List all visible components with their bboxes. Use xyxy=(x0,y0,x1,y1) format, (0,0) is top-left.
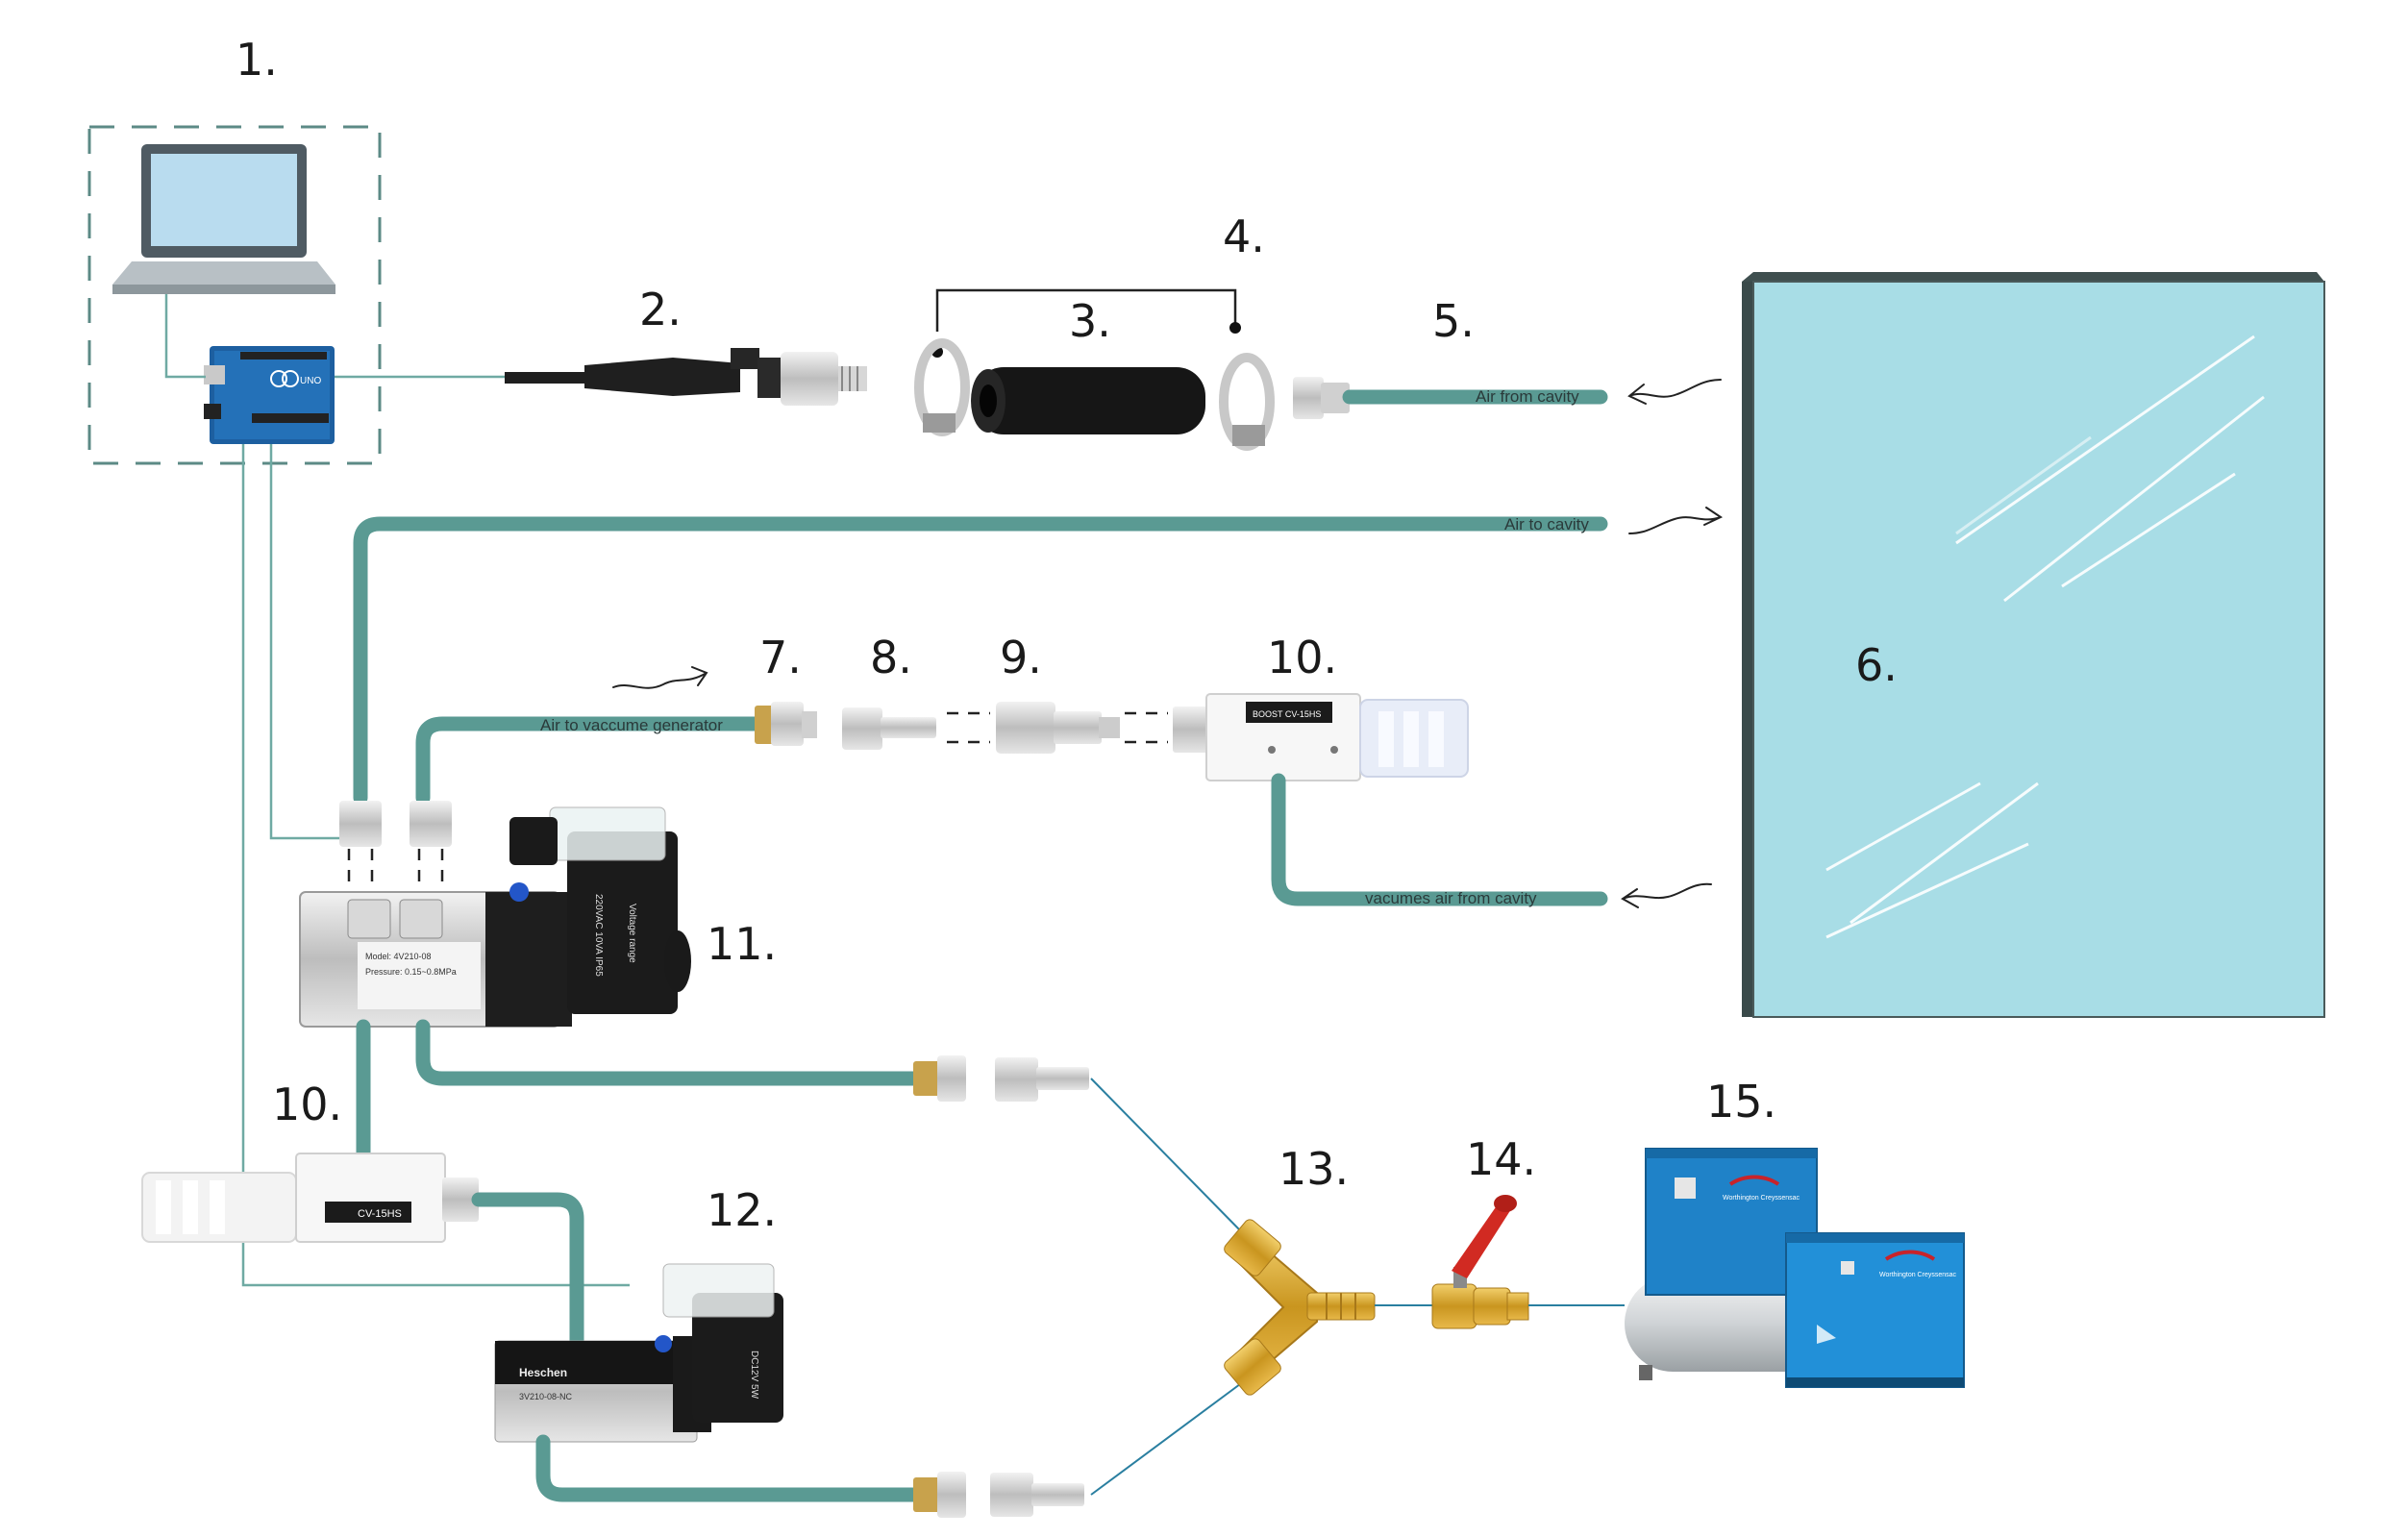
label-14: 14. xyxy=(1466,1133,1536,1185)
plug-connector-8-icon xyxy=(842,707,936,750)
solenoid-valve-11-icon: Model: 4V210-08 Pressure: 0.15~0.8MPa Vo… xyxy=(299,801,691,1028)
label-12: 12. xyxy=(707,1184,777,1236)
arrow-vacuum-from-cavity xyxy=(1621,882,1712,908)
supply-fitting-upper-icon xyxy=(913,1055,1089,1102)
air-to-cavity-pipe xyxy=(353,516,1608,806)
vacuum-line-pipe xyxy=(1271,773,1608,906)
quick-coupler-9-icon xyxy=(996,702,1120,754)
hose-clamp-left-icon xyxy=(914,338,970,436)
compressor-front-brand: Worthington Creyssensac xyxy=(1879,1272,1957,1278)
supply-line-lower xyxy=(1090,1383,1241,1496)
solenoid-valve-12-icon: Heschen 3V210-08-NC DC12V 5W xyxy=(494,1263,783,1443)
label-7: 7. xyxy=(759,632,802,683)
push-fitting-5-icon xyxy=(1293,377,1350,419)
pressure-sensor-icon xyxy=(505,348,867,406)
label-6: 6. xyxy=(1855,639,1898,691)
ball-valve-14-icon xyxy=(1431,1195,1529,1329)
rubber-hose-icon xyxy=(971,367,1205,434)
arduino-board-icon: UNO xyxy=(204,346,335,444)
air-from-cavity-label: Air from cavity xyxy=(1476,387,1579,406)
valve12-rating-text: DC12V 5W xyxy=(749,1351,759,1400)
hose-clamp-right-icon xyxy=(1219,353,1275,451)
arrow-out-of-cavity xyxy=(1627,379,1722,405)
valve11-voltage-text: Voltage range xyxy=(627,904,637,963)
valve11-rating-text: 220VAC 10VA IP65 xyxy=(593,894,604,977)
valve11-to-supply-pipe xyxy=(415,1019,921,1086)
valve11-pressure-text: Pressure: 0.15~0.8MPa xyxy=(365,967,457,977)
vacuums-air-from-cavity-label: vacumes air from cavity xyxy=(1365,889,1537,907)
label-8: 8. xyxy=(870,632,912,683)
label-11: 11. xyxy=(707,918,777,970)
vacuum-generator-top-icon: BOOST CV-15HS xyxy=(1173,693,1469,781)
label-3: 3. xyxy=(1069,295,1111,347)
valve12-model-text: 3V210-08-NC xyxy=(519,1392,573,1401)
supply-fitting-lower-icon xyxy=(913,1472,1084,1518)
valve12-signal-wire xyxy=(241,444,630,1287)
vacuum-generator-bottom-label: CV-15HS xyxy=(358,1208,402,1220)
vacuum-generator-bottom-icon: CV-15HS xyxy=(141,1153,479,1243)
controller-group: UNO 1. xyxy=(87,34,382,465)
compressor-15-icon: Worthington Creyssensac Worthington Crey… xyxy=(1625,1148,1965,1388)
supply-line-upper xyxy=(1090,1078,1241,1231)
compressor-back-brand: Worthington Creyssensac xyxy=(1723,1195,1800,1202)
label-2: 2. xyxy=(639,284,682,335)
vacuum-generator-to-valve12-pipe xyxy=(471,1192,584,1349)
laptop-icon xyxy=(112,144,335,294)
air-to-vacuum-generator-label: Air to vaccume generator xyxy=(540,716,723,734)
bracket-4-dot-right xyxy=(1229,322,1241,334)
valve11-model-text: Model: 4V210-08 xyxy=(365,952,432,961)
dashes-9-to-10 xyxy=(1125,711,1168,744)
valve12-to-supply-pipe xyxy=(535,1434,921,1502)
label-9: 9. xyxy=(1000,632,1042,683)
label-5: 5. xyxy=(1432,295,1475,347)
label-10-bottom: 10. xyxy=(272,1078,342,1130)
glass-cavity-panel: 6. xyxy=(1742,272,2325,1018)
y-splitter-13-icon xyxy=(1224,1219,1376,1396)
valve11-signal-wire xyxy=(269,444,341,840)
bracket-4 xyxy=(935,288,1237,332)
laptop-to-arduino-wire xyxy=(164,294,206,379)
air-to-cavity-label: Air to cavity xyxy=(1504,515,1589,533)
dashes-8-to-9 xyxy=(947,711,990,744)
arrow-into-cavity xyxy=(1628,507,1724,534)
label-10-top: 10. xyxy=(1267,632,1337,683)
air-to-vacuum-generator-pipe xyxy=(415,716,762,806)
vacuum-generator-top-label: BOOST CV-15HS xyxy=(1253,709,1321,719)
label-13: 13. xyxy=(1278,1143,1349,1195)
controller-dashed-box xyxy=(87,125,382,465)
arrow-to-vacuum-generator xyxy=(612,666,708,689)
label-1: 1. xyxy=(236,34,278,86)
label-4: 4. xyxy=(1223,211,1265,262)
valve12-brand-text: Heschen xyxy=(519,1366,567,1379)
label-15: 15. xyxy=(1706,1076,1776,1128)
push-fitting-7-icon xyxy=(755,702,817,746)
arduino-label: UNO xyxy=(300,376,321,386)
